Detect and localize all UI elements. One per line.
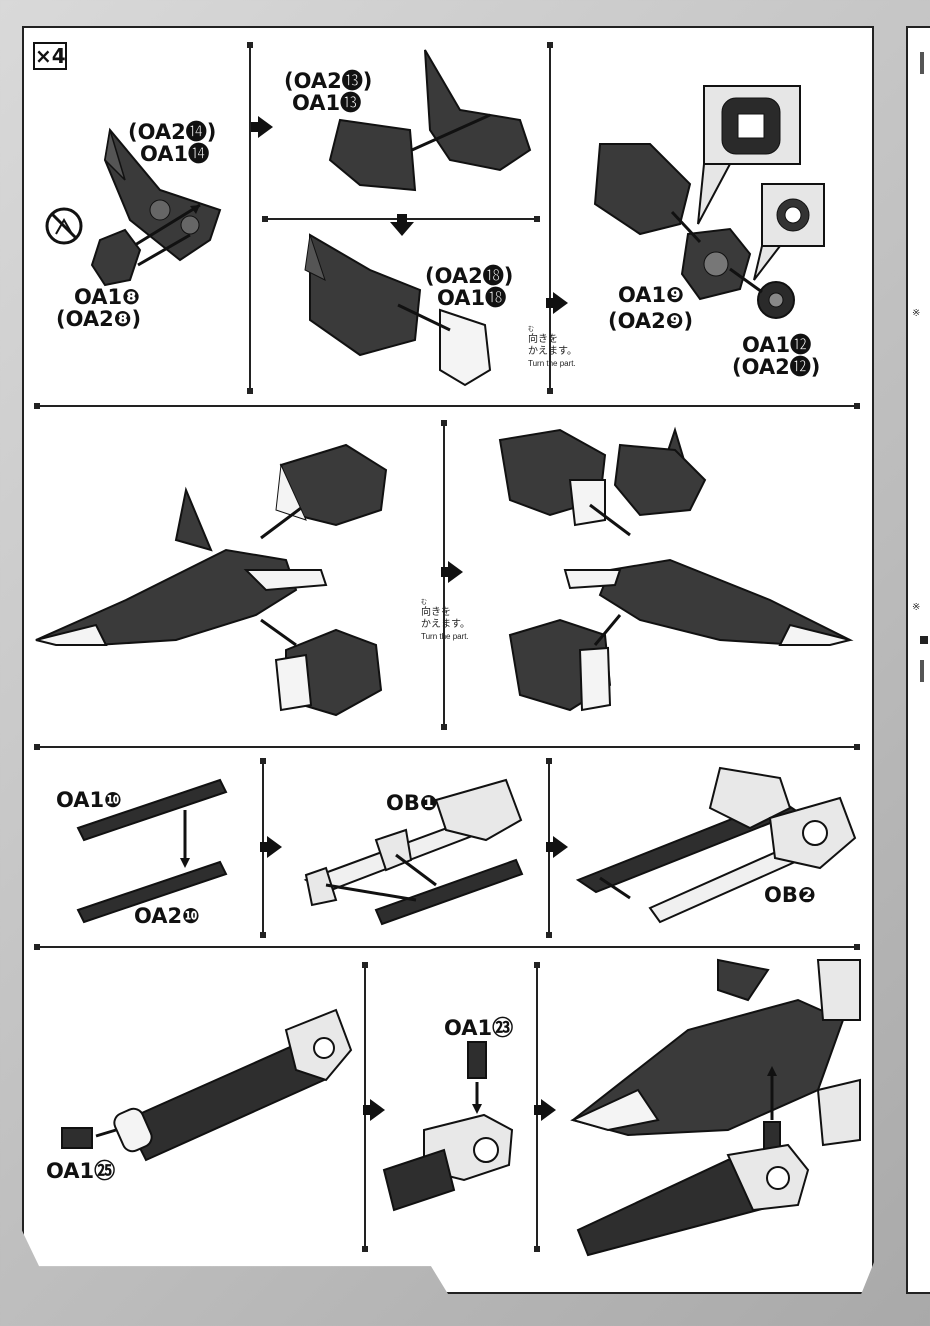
step-arrow bbox=[546, 292, 568, 314]
part-label-oa1-18: OA1⓲ bbox=[437, 286, 507, 310]
part-label-oa2-9: (OA2❾) bbox=[608, 309, 694, 333]
step3-gun-assembly-art bbox=[575, 766, 857, 924]
adjacent-page-bar bbox=[920, 660, 924, 682]
turn-note-ruby: む bbox=[528, 327, 535, 333]
adjacent-page-note-mark: ※ bbox=[912, 308, 921, 319]
part-label-oa1-25: OA1㉕ bbox=[46, 1159, 116, 1183]
part-label-oa1-13: OA1⓭ bbox=[292, 91, 362, 115]
turn-note-jp-line2: かえます。 bbox=[421, 619, 470, 630]
turn-part-note: む 向きを かえます。 Turn the part. bbox=[528, 327, 577, 370]
turn-note-jp-line1: 向きを bbox=[528, 334, 558, 345]
part-label-ob1: OB❶ bbox=[386, 791, 438, 815]
step-arrow bbox=[546, 836, 568, 858]
quantity-badge: ×4 bbox=[33, 42, 67, 70]
step-divider bbox=[547, 42, 553, 394]
step-arrow bbox=[363, 1099, 385, 1121]
step3-barrels-art bbox=[76, 778, 228, 924]
adjacent-page-strip: ※ ※ bbox=[906, 26, 930, 1294]
part-label-oa1-9: OA1❾ bbox=[618, 283, 684, 307]
part-label-oa1-12: OA1⓬ bbox=[742, 333, 812, 357]
step-divider bbox=[247, 42, 253, 394]
part-label-oa2-10: OA2❿ bbox=[134, 904, 200, 928]
step4-peg-detail-art bbox=[382, 1041, 514, 1212]
step2-fighter-right-art bbox=[498, 426, 854, 712]
turn-note-jp-line2: かえます。 bbox=[528, 346, 577, 357]
turn-note-en: Turn the part. bbox=[528, 359, 576, 368]
step-arrow-down bbox=[390, 214, 414, 236]
turn-note-ruby: む bbox=[421, 600, 428, 606]
step1-thruster-cover-art bbox=[304, 49, 532, 387]
adjacent-page-note-mark: ※ bbox=[912, 602, 921, 613]
step4-cannon-art bbox=[61, 1008, 353, 1162]
adjacent-page-bar bbox=[920, 52, 924, 74]
step1-joint-detail-art bbox=[593, 85, 825, 319]
section-divider bbox=[34, 744, 860, 750]
part-label-oa1-8: OA1❽ bbox=[74, 285, 140, 309]
adjacent-page-bullet bbox=[920, 636, 928, 644]
part-label-oa2-14: (OA2⓮) bbox=[128, 120, 217, 144]
part-label-oa1-23: OA1㉓ bbox=[444, 1016, 514, 1040]
part-label-oa2-18: (OA2⓲) bbox=[425, 264, 514, 288]
turn-part-note: む 向きを かえます。 Turn the part. bbox=[421, 600, 470, 643]
part-label-oa1-10: OA1❿ bbox=[56, 788, 122, 812]
part-label-ob2: OB❷ bbox=[764, 883, 816, 907]
step-arrow bbox=[260, 836, 282, 858]
part-label-oa2-8: (OA2❽) bbox=[56, 307, 142, 331]
section-divider bbox=[34, 403, 860, 409]
section-divider bbox=[34, 944, 860, 950]
part-label-oa2-13: (OA2⓭) bbox=[284, 69, 373, 93]
turn-note-en: Turn the part. bbox=[421, 632, 469, 641]
step-arrow bbox=[534, 1099, 556, 1121]
step-arrow bbox=[251, 116, 273, 138]
step1-thruster-assembly-art bbox=[45, 127, 222, 287]
part-label-oa2-12: (OA2⓬) bbox=[732, 355, 821, 379]
part-label-oa1-14: OA1⓮ bbox=[140, 142, 210, 166]
step-arrow bbox=[441, 561, 463, 583]
step4-fighter-cannon-art bbox=[570, 958, 861, 1257]
step3-frame-art bbox=[303, 778, 524, 926]
turn-note-jp-line1: 向きを bbox=[421, 607, 451, 618]
step2-fighter-left-art bbox=[35, 443, 388, 717]
